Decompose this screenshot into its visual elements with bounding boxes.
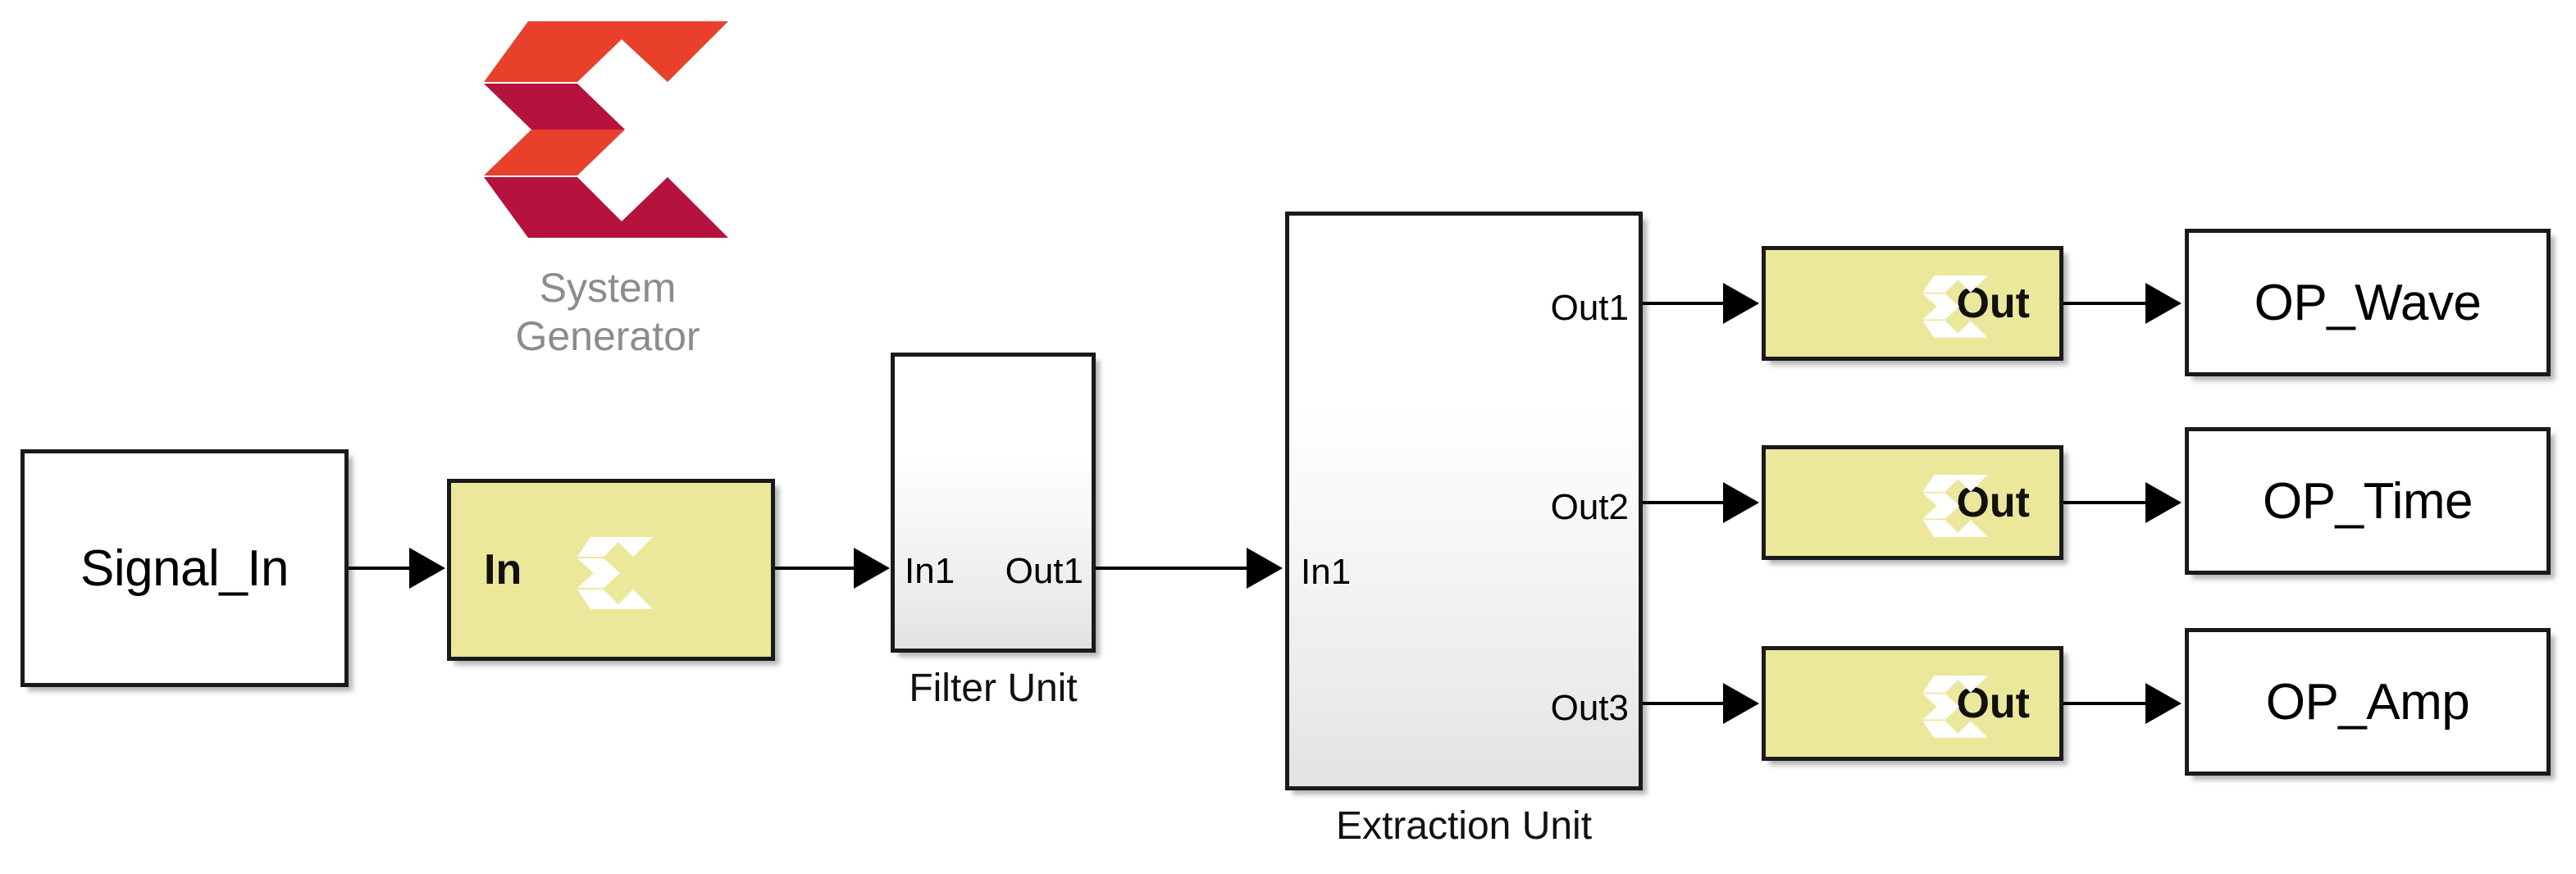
gateway-in-label: In [484,546,522,594]
arrow-gatewayin-to-filter [854,548,890,589]
filter-unit-port-in1: In1 [905,551,955,591]
arrow-out2-to-gatewayout-time [1723,482,1759,523]
filter-unit-block[interactable]: In1 Out1 [891,353,1096,653]
wire-out2-to-gatewayout-time [1643,501,1725,504]
extraction-unit-block[interactable]: In1 Out1 Out2 Out3 [1285,212,1643,790]
op-time-label: OP_Time [2262,472,2473,530]
arrow-out3-to-gatewayout-amp [1723,683,1759,724]
wire-out3-to-gatewayout-amp [1643,702,1725,705]
signal-in-block[interactable]: Signal_In [21,449,349,687]
wire-filter-to-extraction [1096,567,1248,570]
wire-gatewayin-to-filter [775,567,855,570]
extraction-unit-port-out2: Out2 [1550,487,1629,527]
gateway-out-wave-label: Out [1956,280,2030,327]
gateway-out-time-block[interactable]: Out [1762,445,2063,560]
xilinx-logo-icon [481,11,735,249]
op-amp-label: OP_Amp [2265,673,2470,731]
extraction-unit-caption: Extraction Unit [1335,804,1593,848]
gateway-in-block[interactable]: In [447,479,775,661]
extraction-unit-port-out3: Out3 [1550,688,1629,728]
arrow-gatewayout-wave-to-opwave [2145,283,2182,324]
xilinx-watermark-icon [574,532,656,614]
gateway-out-wave-block[interactable]: Out [1762,246,2063,361]
gateway-out-amp-label: Out [1956,680,2030,727]
signal-in-label: Signal_In [80,539,290,597]
arrow-gatewayout-amp-to-opamp [2145,683,2182,724]
filter-unit-port-out1: Out1 [1005,551,1083,591]
extraction-unit-port-in1: In1 [1301,552,1352,592]
extraction-unit-port-out1: Out1 [1550,288,1629,328]
wire-gatewayout-wave-to-opwave [2063,302,2147,305]
wire-gatewayout-amp-to-opamp [2063,702,2147,705]
system-generator-caption: System Generator [515,265,700,359]
xilinx-logo[interactable] [481,11,735,249]
arrow-signalin-to-gatewayin [409,548,445,589]
gateway-out-time-label: Out [1956,479,2030,526]
op-time-block[interactable]: OP_Time [2185,427,2551,575]
wire-out1-to-gatewayout-wave [1643,302,1725,305]
arrow-out1-to-gatewayout-wave [1723,283,1759,324]
gateway-out-amp-block[interactable]: Out [1762,646,2063,761]
wire-signalin-to-gatewayin [349,567,410,570]
op-wave-block[interactable]: OP_Wave [2185,229,2551,376]
arrow-gatewayout-time-to-optime [2145,482,2182,523]
op-wave-label: OP_Wave [2254,274,2482,331]
op-amp-block[interactable]: OP_Amp [2185,628,2551,776]
wire-gatewayout-time-to-optime [2063,501,2147,504]
arrow-filter-to-extraction [1247,548,1283,589]
filter-unit-caption: Filter Unit [909,667,1078,710]
